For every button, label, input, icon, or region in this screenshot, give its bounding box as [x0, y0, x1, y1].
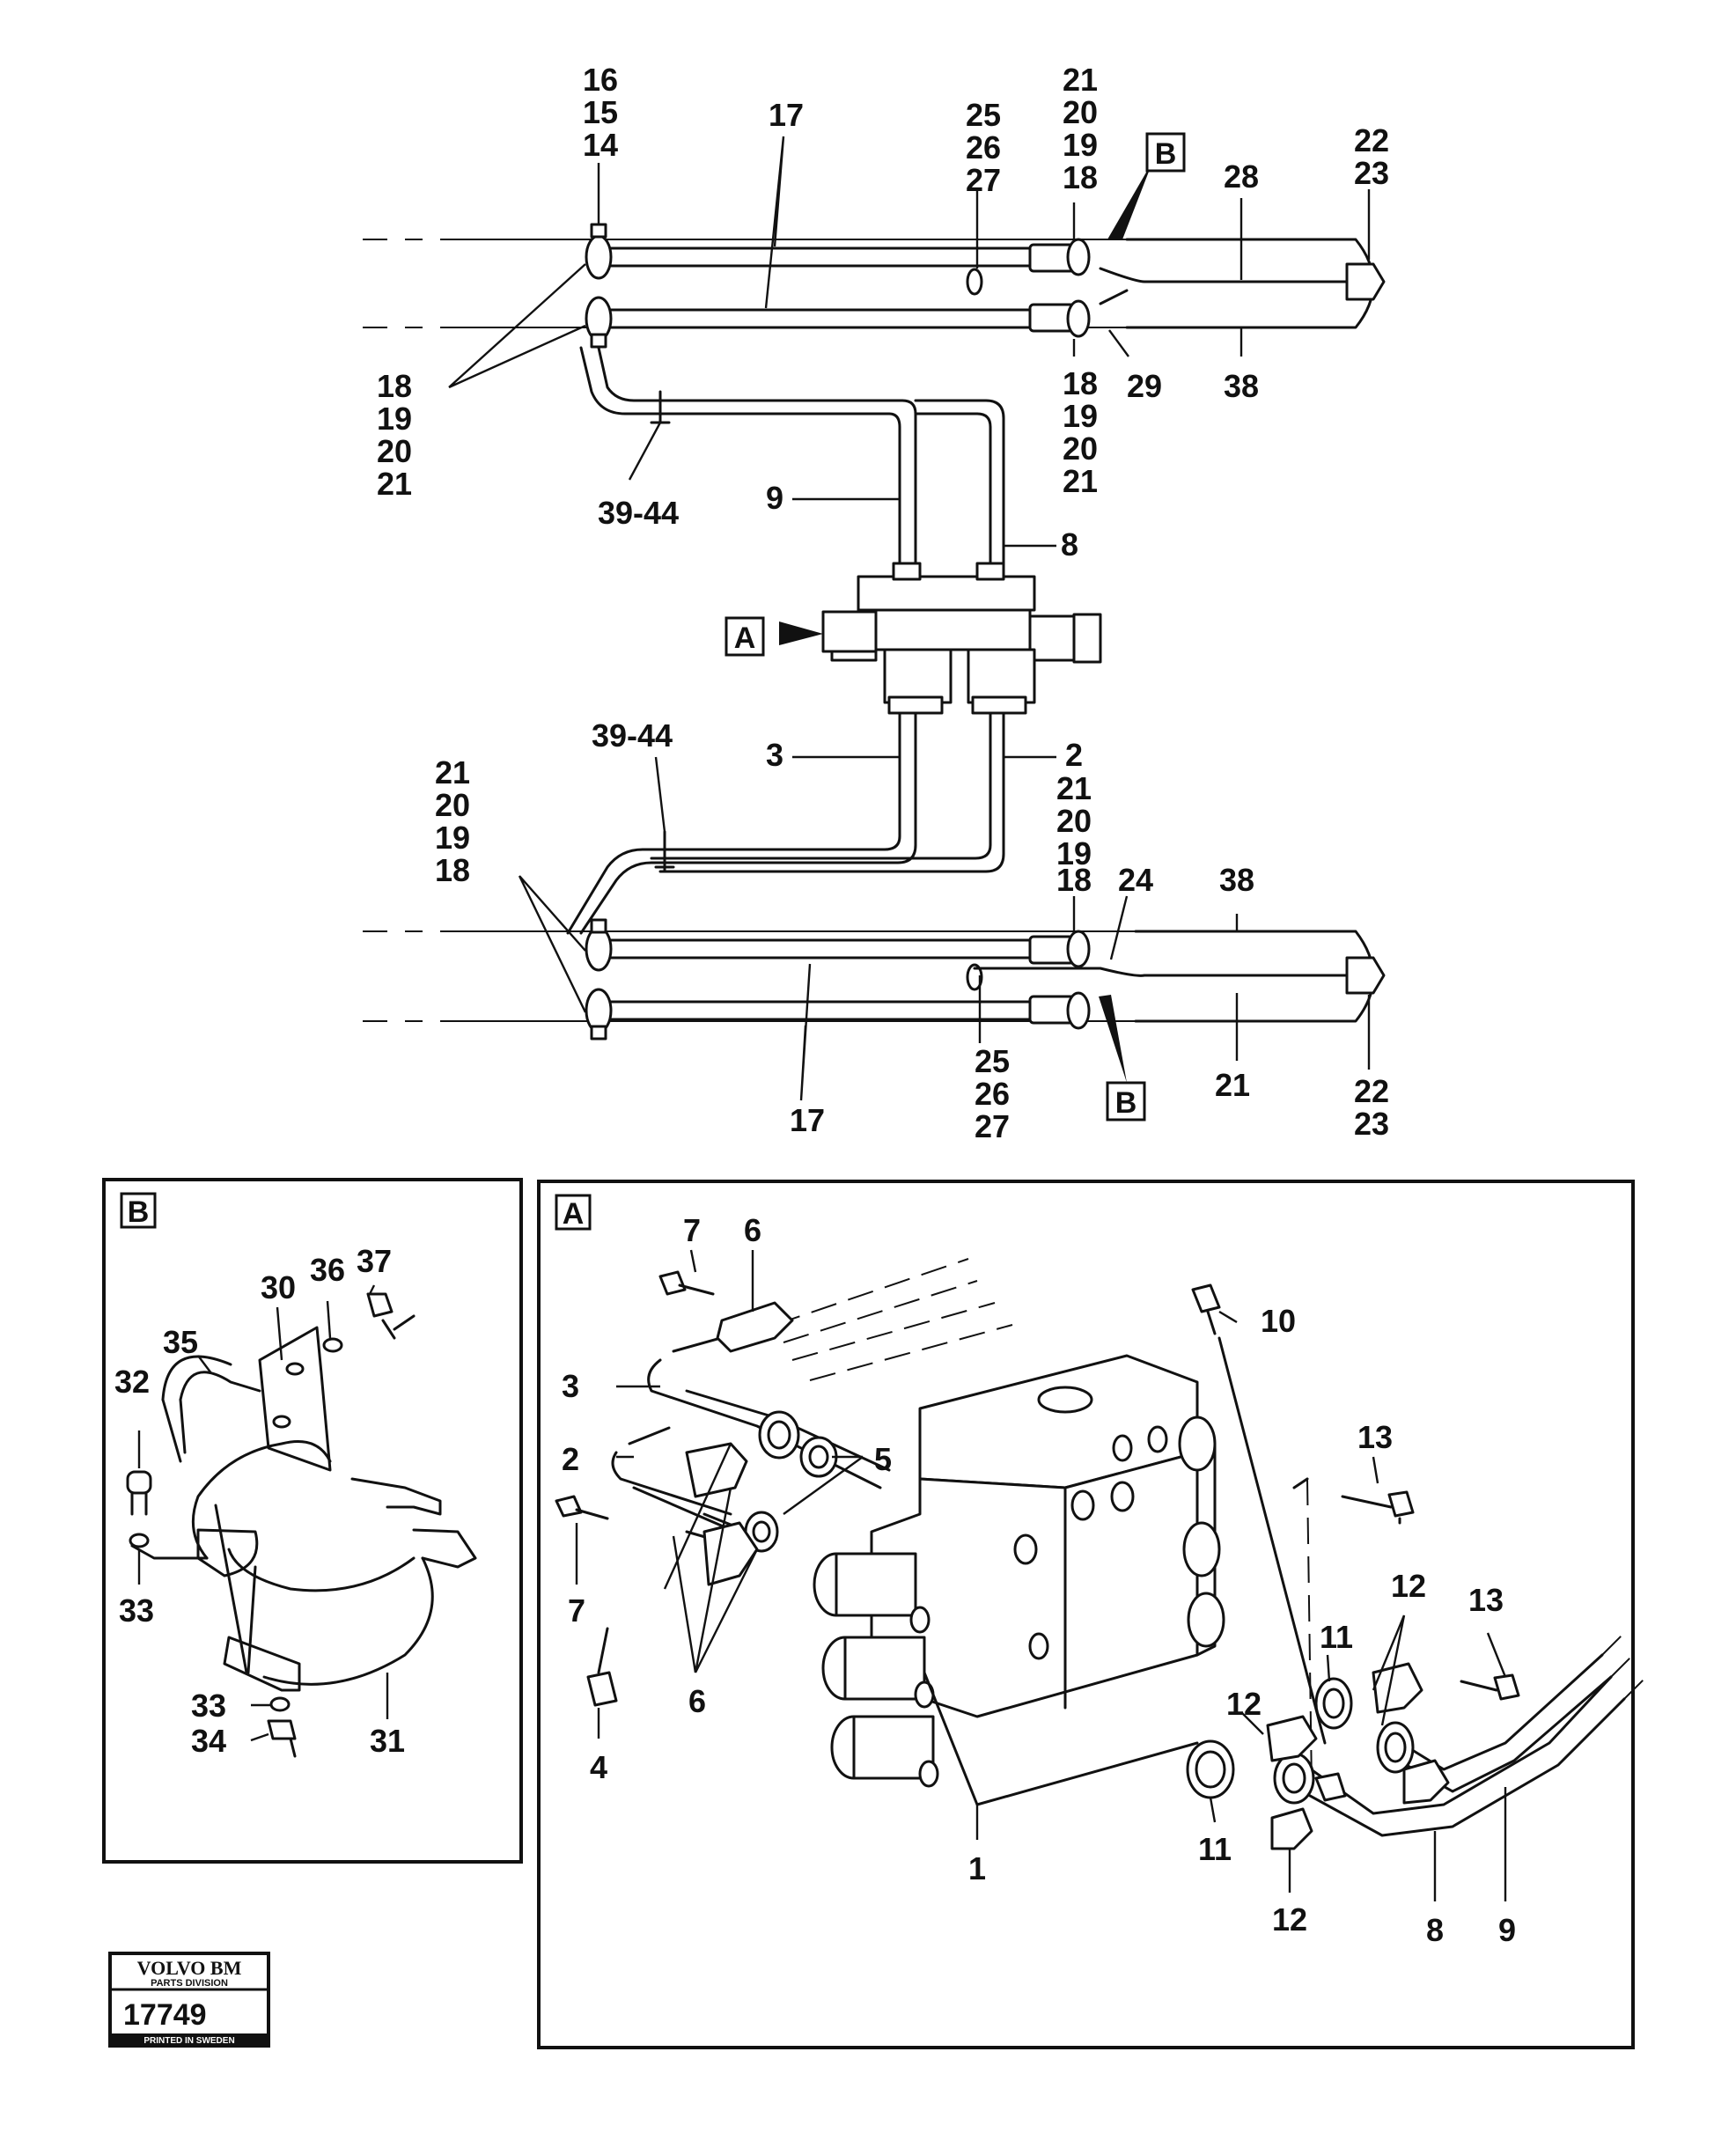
- label: 12: [1226, 1686, 1262, 1722]
- label: 21: [1056, 770, 1092, 806]
- label: 13: [1357, 1419, 1393, 1455]
- label: 21: [377, 466, 412, 502]
- label: 5: [874, 1441, 892, 1477]
- label: 7: [683, 1212, 701, 1248]
- label: 29: [1127, 368, 1162, 404]
- label: 19: [435, 820, 470, 856]
- label: 24: [1118, 862, 1153, 898]
- label: 15: [583, 94, 618, 130]
- label: 2: [1065, 737, 1083, 773]
- label: 33: [119, 1592, 154, 1629]
- label: 19: [1056, 835, 1092, 871]
- label: 2: [562, 1441, 579, 1477]
- label: 13: [1468, 1582, 1504, 1618]
- svg-text:B: B: [1155, 137, 1177, 171]
- label: 9: [1498, 1912, 1516, 1948]
- label: 21: [1063, 463, 1098, 499]
- label: 16: [583, 62, 618, 98]
- label: 18: [1063, 159, 1098, 195]
- label: 20: [1056, 803, 1092, 839]
- label: 30: [261, 1269, 296, 1305]
- label: 7: [568, 1592, 585, 1629]
- label: 22: [1354, 1073, 1389, 1109]
- label: 17: [769, 97, 804, 133]
- label: 19: [1063, 398, 1098, 434]
- label: 18: [435, 852, 470, 888]
- label: 11: [1320, 1619, 1353, 1655]
- label: 3: [766, 737, 783, 773]
- label: 20: [377, 433, 412, 469]
- label: 1: [968, 1850, 986, 1886]
- label: 6: [688, 1683, 706, 1719]
- label: 8: [1061, 526, 1078, 563]
- label: 34: [191, 1723, 226, 1759]
- label: 27: [966, 162, 1001, 198]
- label: 11: [1198, 1831, 1232, 1867]
- top-assembly: [363, 223, 1386, 574]
- stamp-footer: PRINTED IN SWEDEN: [143, 2036, 234, 2046]
- label: 26: [975, 1076, 1010, 1112]
- label: 35: [163, 1324, 198, 1360]
- label: 36: [310, 1252, 345, 1288]
- control-valve-block: [821, 562, 1102, 715]
- callout-box-a: A: [725, 616, 765, 657]
- label: 37: [357, 1243, 392, 1279]
- bottom-assembly: [363, 711, 1386, 1041]
- top-labels: 16 15 14 17 25 26 27 21 20 19 18 22 23 2…: [377, 62, 1389, 563]
- label: 12: [1391, 1568, 1426, 1604]
- label: 33: [191, 1688, 226, 1724]
- label: 20: [1063, 430, 1098, 467]
- bottom-leaders: [518, 755, 1371, 1101]
- detail-a-panel: A: [537, 1180, 1647, 2049]
- bottom-labels: 39-44 3 2 21 20 19 18 21 20 19 18 24 38 …: [435, 717, 1389, 1144]
- label: 39-44: [598, 495, 679, 531]
- stamp-brand: VOLVO BM: [137, 1957, 242, 1979]
- label: 20: [1063, 94, 1098, 130]
- label: 21: [1215, 1067, 1250, 1103]
- label: 4: [590, 1749, 607, 1785]
- stamp-number: 17749: [123, 1998, 207, 2032]
- label: 38: [1224, 368, 1259, 404]
- svg-text:A: A: [734, 621, 756, 655]
- label: 27: [975, 1108, 1010, 1144]
- label: 39-44: [592, 717, 673, 754]
- top-leaders: [448, 136, 1371, 645]
- svg-text:A: A: [563, 1197, 585, 1231]
- label: 9: [766, 480, 783, 516]
- svg-text:B: B: [128, 1195, 150, 1229]
- label: 14: [583, 127, 618, 163]
- label: 28: [1224, 158, 1259, 195]
- label: 26: [966, 129, 1001, 165]
- label: 18: [377, 368, 412, 404]
- svg-text:B: B: [1115, 1086, 1137, 1120]
- label: 3: [562, 1368, 579, 1404]
- detail-b-panel: B 30 36: [102, 1178, 523, 1864]
- callout-box-b-top: B: [1145, 132, 1186, 173]
- label: 19: [377, 401, 412, 437]
- volvo-bm-stamp: VOLVO BM PARTS DIVISION 17749 PRINTED IN…: [108, 1952, 270, 2048]
- label: 19: [1063, 127, 1098, 163]
- callout-box-b-bottom: B: [1106, 1081, 1146, 1121]
- label: 12: [1272, 1901, 1307, 1938]
- stamp-division: PARTS DIVISION: [151, 1978, 228, 1989]
- label: 10: [1261, 1303, 1296, 1339]
- label: 8: [1426, 1912, 1444, 1948]
- label: 31: [370, 1723, 405, 1759]
- label: 21: [435, 754, 470, 791]
- label: 18: [1063, 365, 1098, 401]
- label: 38: [1219, 862, 1254, 898]
- label: 23: [1354, 155, 1389, 191]
- label: 18: [1056, 862, 1092, 898]
- label: 32: [114, 1364, 150, 1400]
- label: 25: [966, 97, 1001, 133]
- label: 25: [975, 1043, 1010, 1079]
- label: 6: [744, 1212, 761, 1248]
- label: 21: [1063, 62, 1098, 98]
- label: 20: [435, 787, 470, 823]
- label: 23: [1354, 1106, 1389, 1142]
- label: 17: [790, 1102, 825, 1138]
- label: 22: [1354, 122, 1389, 158]
